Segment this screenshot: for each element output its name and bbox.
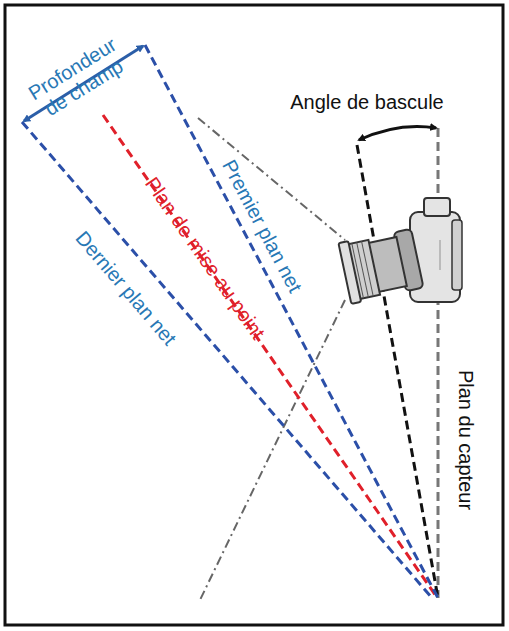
angle-arc xyxy=(359,127,436,141)
angle-label: Angle de bascule xyxy=(290,91,443,113)
dof-label: Profondeur de champ xyxy=(15,28,140,129)
frame xyxy=(5,5,503,625)
far-plane xyxy=(22,122,432,598)
camera xyxy=(338,198,462,304)
focus-plane xyxy=(103,115,436,596)
optical-ray xyxy=(200,300,345,600)
sensor-label: Plan du capteur xyxy=(455,370,477,510)
near-plane xyxy=(145,45,438,598)
